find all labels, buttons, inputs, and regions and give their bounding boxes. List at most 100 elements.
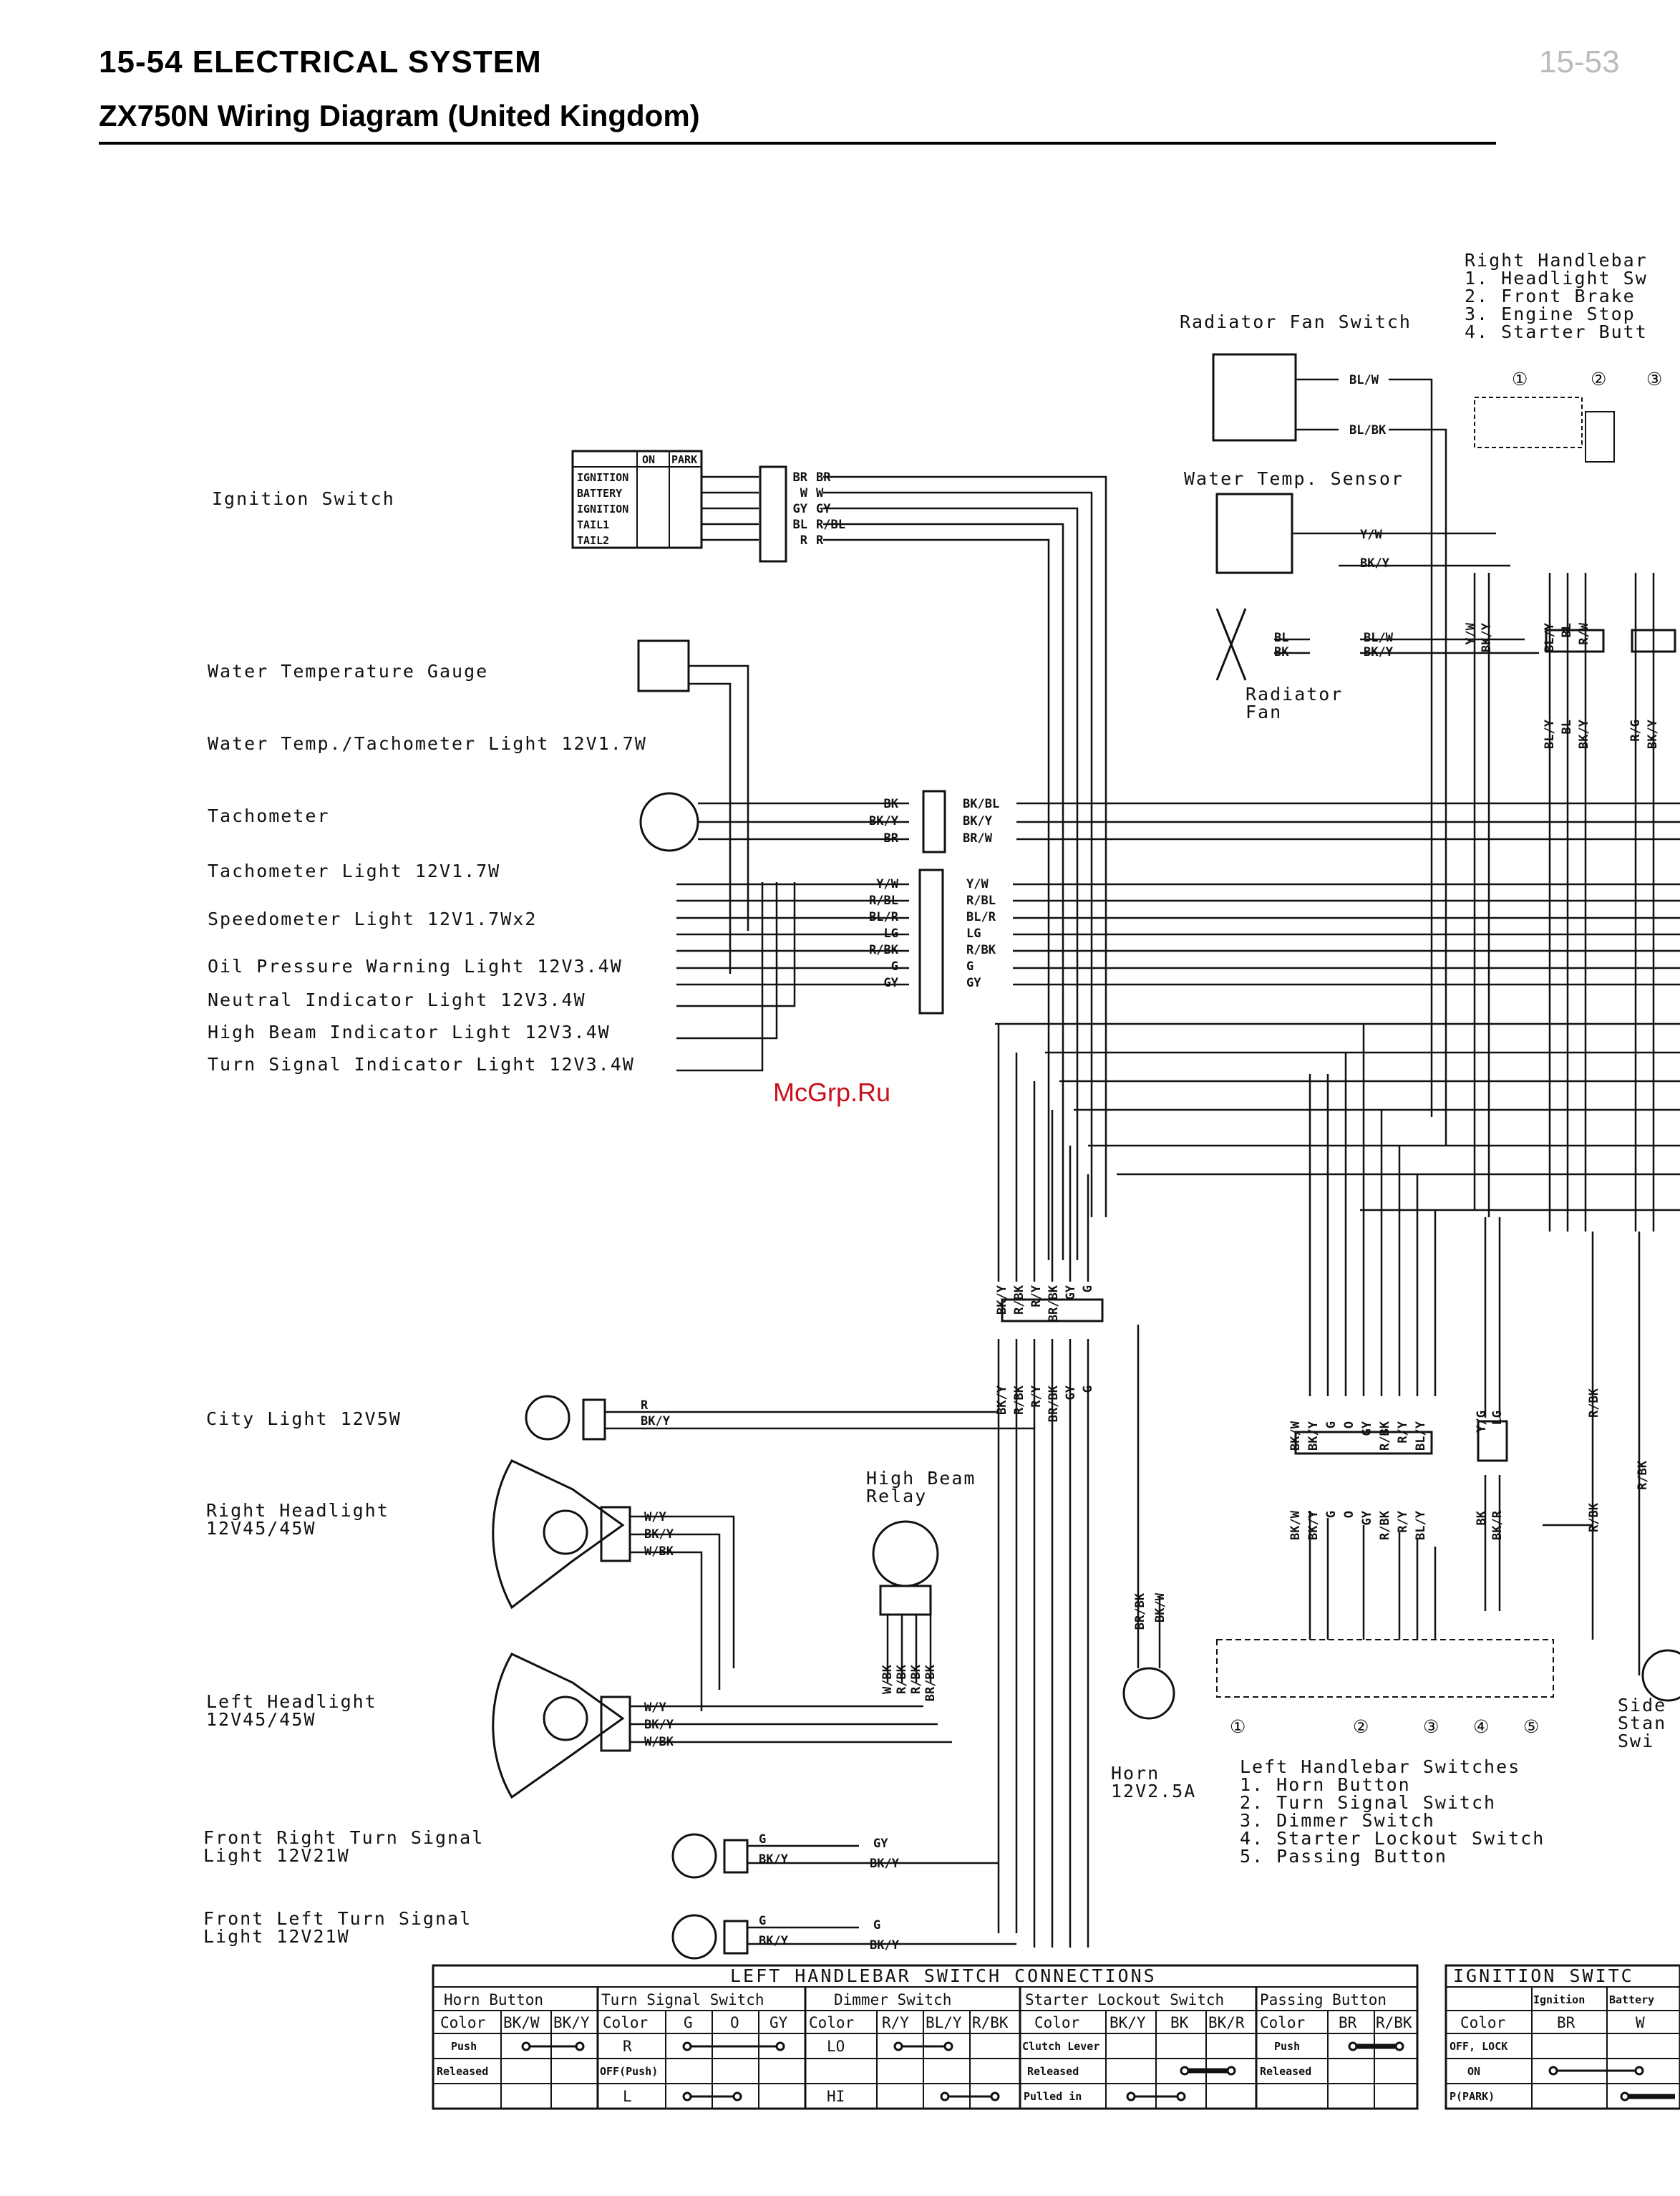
wire-code-label: BR/BK [1047, 1385, 1061, 1422]
lh-color-cell: Color [1260, 2014, 1305, 2031]
wire-code-label: BL/BK [1349, 423, 1387, 437]
wire-code-label: W/BK [644, 1735, 674, 1749]
ign-table-col: Ignition [1533, 1993, 1585, 2006]
ign-table-color: Color [1460, 2014, 1505, 2031]
wire-code-label: R/BK [1587, 1388, 1601, 1418]
rh-legend-item: 4. Starter Butt [1465, 321, 1648, 342]
wire-code-label: W [800, 486, 808, 500]
lh-color-cell: G [684, 2014, 693, 2031]
label-front-right-turn-spec: Light 12V21W [203, 1845, 350, 1866]
ign-row: TAIL1 [577, 518, 609, 531]
wire-code-label: W [816, 486, 824, 500]
label-high-beam-relay: High Beam [866, 1468, 976, 1489]
wire-code-label: G [891, 959, 898, 974]
lh-color-cell: BK/W [503, 2014, 540, 2031]
wire-code-label: BR [816, 470, 831, 485]
wire-code-label: R [641, 1398, 649, 1413]
wire-code-label: BR [793, 470, 808, 485]
wire-code-label: BK [1475, 1510, 1489, 1525]
lh-state: L [623, 2088, 632, 2105]
wire-code-label: GY [1360, 1510, 1374, 1525]
ign-col-on: ON [642, 453, 655, 466]
lh-color-cell: R/Y [882, 2014, 909, 2031]
wire-code-label: BK/Y [1306, 1421, 1321, 1451]
lh-color-cell: O [730, 2014, 739, 2031]
label-left-headlight: Left Headlight [206, 1691, 377, 1712]
wire-code-label: BK/Y [759, 1934, 789, 1948]
lh-table-group: Passing Button [1260, 1991, 1387, 2008]
wire-code-label: O [1342, 1421, 1356, 1428]
wire-code-label: Y/W [1360, 528, 1382, 542]
wire-code-label: W/BK [880, 1664, 895, 1694]
label-water-temp-sensor: Water Temp. Sensor [1184, 468, 1404, 489]
label-oil-pressure-light: Oil Pressure Warning Light 12V3.4W [208, 956, 623, 977]
diagram-title: ZX750N Wiring Diagram (United Kingdom) [99, 99, 700, 132]
wire-code-label: Y/W [876, 877, 898, 891]
wire-code-label: W/Y [644, 1701, 666, 1715]
wire-code-label: BK/Y [870, 1857, 900, 1871]
rh-legend-item: 1. Headlight Sw [1465, 268, 1648, 289]
wire-code-label: W/Y [644, 1510, 666, 1524]
lh-conn-number: ④ [1473, 1716, 1490, 1737]
wire-code-label: R/BK [966, 943, 996, 957]
wire-code-label: BL/W [1364, 631, 1394, 645]
wire-code-labels: BRWGYBLRBRWGYR/BLRBKBK/YBRBK/BLBK/YBR/WY… [641, 373, 1660, 1953]
ign-table-color: W [1636, 2014, 1645, 2031]
ign-row: IGNITION [577, 503, 628, 516]
ign-table-row: ON [1467, 2065, 1480, 2078]
label-radiator-fan-2: Fan [1246, 702, 1282, 722]
wire-code-label: BK/Y [759, 1852, 789, 1867]
label-tachometer: Tachometer [208, 806, 330, 826]
wire-code-label: BR/W [963, 831, 993, 846]
wire-code-label: BL/Y [1414, 1421, 1428, 1451]
lh-conn-number: ② [1353, 1716, 1370, 1737]
wire-code-label: BL [1560, 623, 1574, 637]
wire-code-label: BR/BK [923, 1664, 938, 1701]
wire-code-label: R/BK [1012, 1285, 1026, 1315]
lh-state: Push [451, 2040, 477, 2053]
rh-number: ① [1512, 369, 1529, 390]
wire-code-label: BL/Y [1414, 1510, 1428, 1540]
lh-color-cell: R/BK [1376, 2014, 1412, 2031]
wiring-lines [492, 353, 1680, 1960]
label-tachometer-light: Tachometer Light 12V1.7W [208, 861, 500, 881]
wire-code-label: BR [884, 831, 899, 846]
lh-color-cell: Color [603, 2014, 648, 2031]
lh-state: Released [1260, 2065, 1311, 2078]
label-radiator-fan-switch: Radiator Fan Switch [1180, 311, 1412, 332]
lh-legend-item: 2. Turn Signal Switch [1240, 1792, 1496, 1813]
wire-code-label: BK/BL [963, 797, 999, 811]
label-horn-spec: 12V2.5A [1111, 1781, 1196, 1801]
lh-color-cell: GY [769, 2014, 788, 2031]
label-front-left-turn-spec: Light 12V21W [203, 1926, 350, 1947]
ign-table-color: BR [1557, 2014, 1575, 2031]
wire-code-label: BK/Y [1646, 719, 1660, 749]
wire-code-label: BL/Y [1543, 719, 1557, 749]
wire-code-label: G [873, 1918, 880, 1933]
wire-code-label: BL [793, 518, 807, 532]
lh-conn-number: ⑤ [1523, 1716, 1540, 1737]
wire-code-label: R [816, 533, 824, 548]
wire-code-label: BR/BK [1133, 1592, 1147, 1630]
wire-code-label: G [1324, 1421, 1339, 1428]
wire-code-label: LG [1490, 1411, 1505, 1425]
label-side-stand-2: Stan [1618, 1713, 1666, 1733]
lh-state: Released [1027, 2065, 1079, 2078]
wire-code-label: GY [1360, 1421, 1374, 1436]
lh-table-frame [432, 1964, 1419, 2110]
wire-code-label: BK/W [1288, 1510, 1303, 1540]
lh-color-cell: BK/Y [553, 2014, 590, 2031]
wire-code-label: R/BK [869, 943, 899, 957]
lh-color-cell: Color [1034, 2014, 1079, 2031]
wire-code-label: R/G [1628, 720, 1643, 742]
label-city-light: City Light 12V5W [206, 1408, 402, 1429]
label-neutral-light: Neutral Indicator Light 12V3.4W [208, 990, 586, 1010]
wire-code-label: LG [966, 927, 981, 941]
wire-code-label: R/BK [1636, 1460, 1650, 1490]
wire-code-label: BK/Y [963, 814, 993, 828]
lh-legend-item: 1. Horn Button [1240, 1774, 1411, 1795]
lh-switch-table: LEFT HANDLEBAR SWITCH CONNECTIONS Horn B… [432, 1964, 1419, 2110]
wire-code-label: BK/Y [1360, 556, 1390, 571]
right-handlebar-legend: Right Handlebar 1. Headlight Sw 2. Front… [1465, 250, 1664, 463]
rh-number: ③ [1646, 369, 1664, 390]
